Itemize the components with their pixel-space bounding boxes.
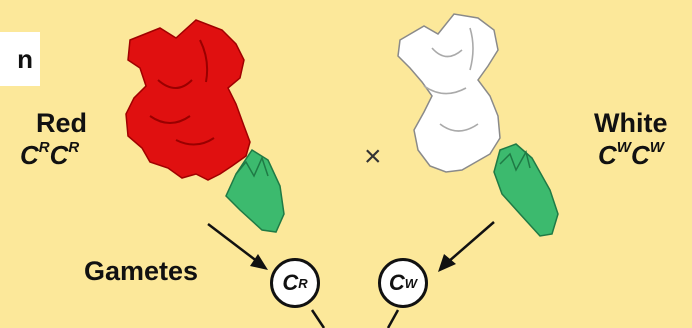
white-flower-icon xyxy=(398,14,558,236)
red-flower-petals xyxy=(126,20,250,180)
parent-right-genotype: CWCW xyxy=(598,140,664,171)
parent-right-name: White xyxy=(594,108,668,139)
gamete-line-left xyxy=(312,310,324,328)
arrow-left-icon xyxy=(208,224,268,270)
cross-symbol: × xyxy=(364,140,382,174)
red-flower-icon xyxy=(126,20,284,232)
white-flower-sepal xyxy=(494,144,558,236)
gametes-label: Gametes xyxy=(84,256,198,287)
parent-left-name: Red xyxy=(36,108,87,139)
gamete-line-right xyxy=(388,310,398,328)
parent-left-genotype: CRCR xyxy=(20,140,79,171)
arrow-right-icon xyxy=(438,222,494,272)
